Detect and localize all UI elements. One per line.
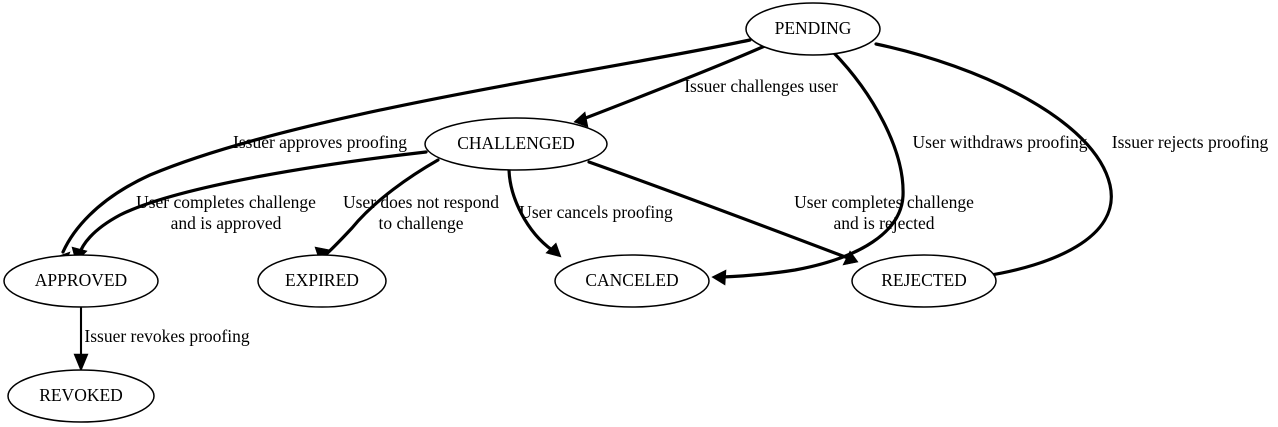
- node-expired-ellipse: [257, 254, 387, 308]
- edge-path-pending-approved: [61, 38, 752, 254]
- edge-pending-to-rejected[interactable]: [874, 42, 1113, 285]
- node-canceled-ellipse: [554, 254, 710, 308]
- node-pending[interactable]: PENDING: [745, 2, 881, 56]
- arrowhead-pending-canceled: [711, 269, 727, 286]
- node-approved-ellipse: [3, 254, 159, 308]
- edge-path-pending-challenged: [581, 43, 769, 121]
- node-approved-label: APPROVED: [35, 270, 127, 290]
- arrowhead-challenged-rejected: [842, 250, 859, 266]
- svg-text:User completes challenge: User completes challenge: [794, 192, 974, 212]
- node-challenged-ellipse: [424, 117, 608, 171]
- node-revoked[interactable]: REVOKED: [7, 369, 155, 423]
- edge-label-issuer-revokes-proofing: Issuer revokes proofing: [84, 326, 249, 346]
- edge-label-user-completes-challenge-approved: User completes challenge and is approved: [136, 192, 316, 233]
- edge-label-issuer-challenges-user: Issuer challenges user: [684, 76, 838, 96]
- arrowhead-challenged-canceled: [545, 242, 562, 258]
- svg-text:User does not respond: User does not respond: [343, 192, 499, 212]
- edge-path-challenged-expired: [322, 158, 440, 258]
- edge-challenged-to-rejected[interactable]: [587, 160, 859, 266]
- edge-label-user-cancels-proofing: User cancels proofing: [519, 202, 673, 222]
- edge-path-pending-canceled: [720, 50, 905, 279]
- edge-pending-to-challenged[interactable]: [573, 43, 769, 128]
- edge-path-challenged-canceled: [507, 168, 554, 252]
- edge-label-issuer-approves-proofing: Issuer approves proofing: [233, 132, 407, 152]
- edge-label-user-completes-challenge-rejected: User completes challenge and is rejected: [794, 192, 974, 233]
- node-revoked-ellipse: [7, 369, 155, 423]
- edge-pending-to-canceled[interactable]: [711, 50, 905, 286]
- edge-path-challenged-approved: [77, 150, 428, 257]
- node-canceled-label: CANCELED: [585, 270, 678, 290]
- svg-text:and is approved: and is approved: [171, 213, 282, 233]
- edge-challenged-to-canceled[interactable]: [507, 168, 562, 258]
- node-pending-label: PENDING: [775, 18, 852, 38]
- node-rejected-label: REJECTED: [881, 270, 967, 290]
- node-rejected[interactable]: REJECTED: [851, 254, 997, 308]
- node-canceled[interactable]: CANCELED: [554, 254, 710, 308]
- node-approved[interactable]: APPROVED: [3, 254, 159, 308]
- edge-path-challenged-rejected: [587, 160, 850, 260]
- edge-path-pending-rejected: [874, 42, 1113, 278]
- arrowhead-pending-challenged: [573, 111, 589, 128]
- svg-text:User completes challenge: User completes challenge: [136, 192, 316, 212]
- svg-text:to challenge: to challenge: [378, 213, 463, 233]
- node-pending-ellipse: [745, 2, 881, 56]
- node-revoked-label: REVOKED: [39, 385, 123, 405]
- edge-label-issuer-rejects-proofing: Issuer rejects proofing: [1112, 132, 1269, 152]
- node-challenged[interactable]: CHALLENGED: [424, 117, 608, 171]
- arrowhead-approved-revoked: [73, 353, 89, 372]
- node-rejected-ellipse: [851, 254, 997, 308]
- node-expired[interactable]: EXPIRED: [257, 254, 387, 308]
- svg-text:and is rejected: and is rejected: [833, 213, 934, 233]
- node-challenged-label: CHALLENGED: [457, 133, 575, 153]
- edge-label-user-does-not-respond: User does not respond to challenge: [343, 192, 499, 233]
- node-expired-label: EXPIRED: [285, 270, 359, 290]
- edge-approved-to-revoked[interactable]: [73, 306, 89, 372]
- edge-label-user-withdraws-proofing: User withdraws proofing: [913, 132, 1088, 152]
